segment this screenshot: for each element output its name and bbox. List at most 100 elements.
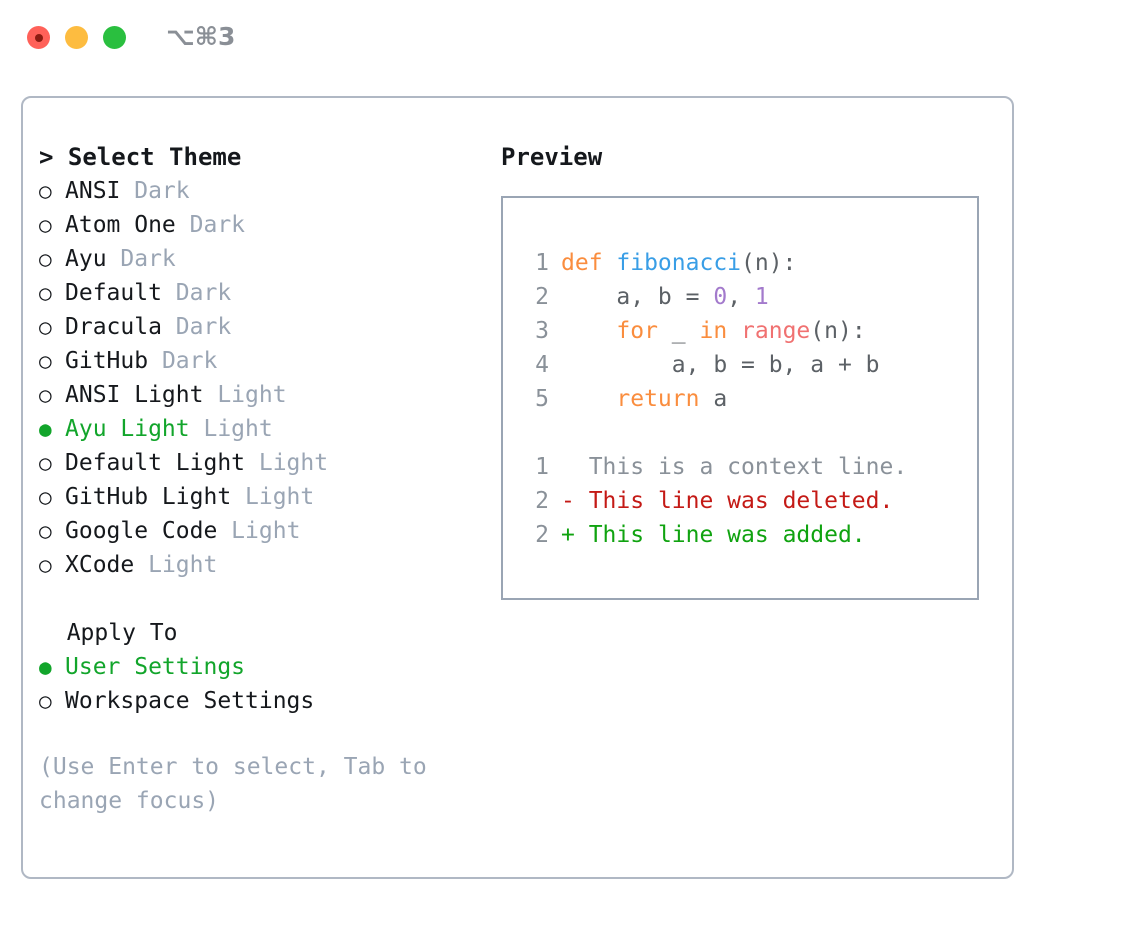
maximize-button[interactable] <box>103 26 126 49</box>
keyboard-hint: (Use Enter to select, Tab to change focu… <box>39 754 427 814</box>
line-number: 1 <box>535 250 549 276</box>
theme-option-variant: Dark <box>161 280 232 306</box>
code-token-txt: _ <box>657 318 700 344</box>
theme-option-label: Ayu <box>65 246 107 272</box>
code-token-kw: return <box>616 386 700 412</box>
code-token-kw: for <box>616 318 658 344</box>
theme-option[interactable]: ○Default Dark <box>39 276 469 310</box>
code-token-txt: a, b = b, a + b <box>561 352 880 378</box>
theme-option-label: Google Code <box>65 518 218 544</box>
diff-marker: + <box>561 522 589 548</box>
theme-option-label: GitHub Light <box>65 484 232 510</box>
theme-option-label: Atom One <box>65 212 176 238</box>
theme-option-variant: Dark <box>175 212 246 238</box>
theme-option[interactable]: ○ Google Code Light <box>39 514 469 548</box>
diff-line: 1 This is a context line. <box>517 450 977 484</box>
code-token-num: 1 <box>754 284 769 310</box>
theme-option-label: Default <box>65 280 162 306</box>
theme-selector-column: > Select Theme ○ANSI Dark○Atom One Dark○… <box>39 140 469 818</box>
diff-marker: - <box>561 488 589 514</box>
theme-option-label: ANSI <box>65 178 121 204</box>
theme-option[interactable]: ○GitHub Light Light <box>39 480 469 514</box>
theme-option[interactable]: ○ANSI Dark <box>39 174 469 208</box>
radio-unselected-icon: ○ <box>39 213 52 237</box>
code-token-txt <box>561 382 616 416</box>
code-token-kw: in <box>699 318 728 344</box>
theme-option-variant: Dark <box>161 314 232 340</box>
radio-unselected-icon: ○ <box>39 519 52 543</box>
title-bar: ⌥⌘3 <box>0 0 1140 78</box>
line-number: 2 <box>535 522 549 548</box>
diff-line: 2- This line was deleted. <box>517 484 977 518</box>
code-token-txt: a <box>699 386 728 412</box>
diff-text: This line was added. <box>588 522 866 548</box>
line-number: 5 <box>535 386 549 412</box>
theme-option[interactable]: ○ANSI Light Light <box>39 378 469 412</box>
diff-marker <box>561 450 589 484</box>
diff-sample: 1 This is a context line.2- This line wa… <box>517 450 977 552</box>
theme-option-variant: Dark <box>106 246 176 272</box>
code-token-num: 0 <box>713 284 728 310</box>
code-line: 4 a, b = b, a + b <box>517 348 977 382</box>
apply-to-header: Apply To <box>39 620 178 646</box>
theme-option-label: Default Light <box>65 450 246 476</box>
code-line: 3 for _ in range(n): <box>517 314 977 348</box>
code-token-kw: def <box>561 250 617 276</box>
apply-option-label: Workspace Settings <box>65 688 315 714</box>
radio-unselected-icon: ○ <box>39 451 52 475</box>
line-number: 2 <box>535 488 549 514</box>
keyboard-shortcut-label: ⌥⌘3 <box>166 22 236 51</box>
diff-text: This line was deleted. <box>588 488 894 514</box>
theme-option[interactable]: ○ XCode Light <box>39 548 469 582</box>
theme-option[interactable]: ○ Ayu Dark <box>39 242 469 276</box>
theme-option-variant: Light <box>217 518 301 544</box>
theme-option-label: XCode <box>65 552 135 578</box>
theme-option[interactable]: ○ GitHub Dark <box>39 344 469 378</box>
list-spacer <box>39 582 469 616</box>
apply-to-list[interactable]: ● User Settings ○Workspace Settings <box>39 650 469 718</box>
theme-option[interactable]: ○ Atom One Dark <box>39 208 469 242</box>
apply-option[interactable]: ● User Settings <box>39 650 469 684</box>
theme-list[interactable]: ○ANSI Dark○Atom One Dark○Ayu Dark○Defaul… <box>39 174 469 582</box>
theme-option-variant: Light <box>245 450 329 476</box>
main-panel: > Select Theme ○ANSI Dark○Atom One Dark○… <box>21 96 1014 879</box>
radio-selected-icon: ● <box>39 417 52 441</box>
diff-line: 2 + This line was added. <box>517 518 977 552</box>
line-number: 3 <box>535 318 549 344</box>
theme-option[interactable]: ○Dracula Dark <box>39 310 469 344</box>
code-line: 2 a, b = 0, 1 <box>517 280 977 314</box>
radio-unselected-icon: ○ <box>39 349 52 373</box>
theme-option[interactable]: ○ Default Light Light <box>39 446 469 480</box>
theme-option-label: ANSI Light <box>65 382 204 408</box>
radio-selected-icon: ● <box>39 655 52 679</box>
code-token-punc: (n): <box>741 250 797 276</box>
theme-option-variant: Dark <box>148 348 218 374</box>
radio-unselected-icon: ○ <box>39 247 52 271</box>
window-controls <box>27 26 126 49</box>
minimize-button[interactable] <box>65 26 88 49</box>
theme-option-variant: Light <box>231 484 315 510</box>
theme-option-label: Ayu Light <box>65 416 190 442</box>
close-button[interactable] <box>27 26 50 49</box>
close-icon <box>34 33 43 42</box>
code-line: 5 return a <box>517 382 977 416</box>
theme-option-variant: Dark <box>120 178 190 204</box>
theme-option-variant: Light <box>134 552 218 578</box>
theme-option[interactable]: ●Ayu Light Light <box>39 412 469 446</box>
code-token-txt: , <box>727 284 755 310</box>
code-token-txt <box>727 314 741 348</box>
line-number: 4 <box>535 352 549 378</box>
preview-title: Preview <box>501 143 603 171</box>
code-token-punc: (n): <box>810 318 866 344</box>
line-number: 2 <box>535 284 549 310</box>
apply-option-label: User Settings <box>65 654 246 680</box>
apply-option[interactable]: ○Workspace Settings <box>39 684 469 718</box>
theme-option-label: GitHub <box>65 348 149 374</box>
code-diff-gap <box>517 416 977 450</box>
radio-unselected-icon: ○ <box>39 553 52 577</box>
theme-option-label: Dracula <box>65 314 162 340</box>
